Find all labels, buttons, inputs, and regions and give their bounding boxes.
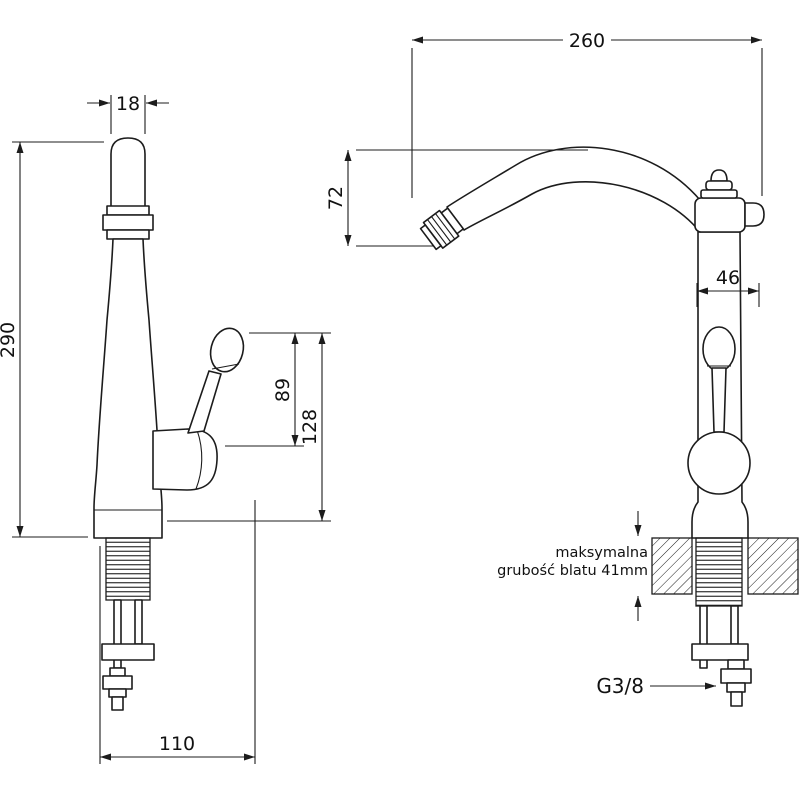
side-view: maksymalna grubość blatu 41mm 260 72 46 …	[325, 30, 799, 707]
finial-disc	[705, 180, 733, 191]
dim-body-depth: 46	[696, 267, 760, 307]
handle-joint	[152, 428, 218, 491]
aerator	[419, 207, 465, 251]
collar-top	[106, 205, 150, 216]
head-block	[694, 197, 746, 233]
body-front	[93, 238, 163, 539]
dim-label-spout-width: 18	[116, 93, 140, 115]
dim-label-footprint: 110	[159, 733, 195, 755]
stud-right-side	[730, 605, 739, 645]
dim-label-spout-drop: 72	[325, 186, 347, 210]
front-view: 18 290 89 128 110	[0, 93, 331, 764]
mount-bracket-side	[691, 643, 749, 661]
dim-total-height: 290	[0, 141, 104, 538]
bulb-ferrule	[211, 363, 240, 370]
shank-thread	[105, 537, 151, 601]
dim-label-total-height: 290	[0, 322, 19, 358]
thread-size: G3/8	[596, 674, 716, 698]
handle-bulb-side	[702, 326, 736, 372]
fitting-cap-side	[727, 659, 745, 670]
shank-thread-side	[695, 537, 743, 607]
collar-nut	[102, 214, 154, 231]
stud-right	[134, 599, 143, 645]
aerator-rib	[431, 216, 452, 243]
countertop: maksymalna grubość blatu 41mm	[497, 511, 799, 621]
thread-size-label: G3/8	[596, 674, 644, 698]
collar-bottom	[106, 229, 150, 240]
dim-spout-width: 18	[87, 93, 169, 134]
counter-note-line1: maksymalna	[555, 545, 648, 561]
fitting-sleeve	[108, 688, 127, 698]
dim-spout-drop: 72	[325, 149, 588, 247]
spout-pipe	[110, 137, 146, 208]
fitting-cap	[109, 667, 126, 677]
counter-note-line2: grubość blatu 41mm	[497, 563, 648, 579]
handle-joint-seam	[195, 429, 203, 490]
aerator-rib	[427, 219, 448, 246]
joint-ball	[687, 431, 751, 495]
stud-left-side	[699, 605, 708, 669]
finial-collar	[700, 189, 738, 199]
dim-label-handle-upper: 89	[272, 378, 294, 402]
fitting-nut-side	[720, 668, 752, 684]
handle-stem-side	[711, 367, 727, 433]
handle-bulb	[209, 327, 245, 373]
aerator-rib	[435, 213, 456, 240]
spout-inner-curve	[463, 181, 701, 233]
fitting-tail-side	[730, 691, 743, 707]
dim-footprint: 110	[99, 500, 256, 764]
fitting-sleeve-side	[726, 682, 746, 693]
dim-handle-lower: 128	[167, 333, 331, 522]
dim-label-reach: 260	[569, 30, 605, 52]
dim-handle-upper: 89	[225, 332, 331, 447]
dim-label-body-depth: 46	[716, 267, 740, 289]
fitting-tail	[111, 696, 124, 711]
finial-dome	[710, 169, 728, 182]
head-knob	[744, 202, 765, 227]
dim-reach: 260	[411, 30, 763, 198]
dim-label-handle-lower: 128	[299, 409, 321, 445]
spout-outer-curve	[446, 146, 701, 208]
faucet-side	[419, 146, 765, 707]
counter-slab-left	[651, 537, 693, 595]
mount-bracket	[101, 643, 155, 661]
faucet-front	[93, 137, 245, 711]
aerator-tip	[419, 224, 442, 251]
fitting-nut	[102, 675, 133, 690]
handle-stem	[187, 370, 222, 434]
counter-slab-right	[747, 537, 799, 595]
